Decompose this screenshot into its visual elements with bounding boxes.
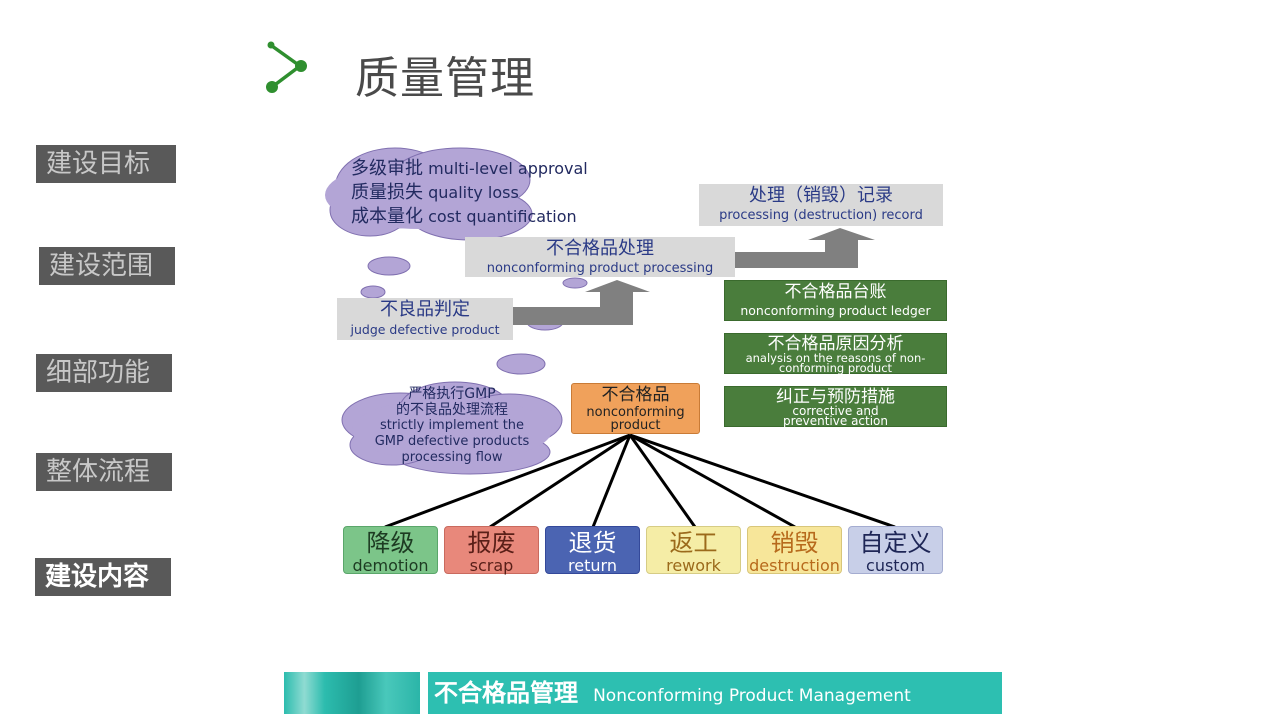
nav-item-build-scope[interactable]: 建设范围	[39, 247, 175, 285]
thought-bubble	[496, 353, 546, 375]
nav-item-detail-functions[interactable]: 细部功能	[36, 354, 172, 392]
gmp-cloud-text: 严格执行GMP 的不良品处理流程 strictly implement the …	[374, 386, 530, 465]
step-arrow-lower	[505, 280, 650, 325]
thought-bubble	[360, 285, 386, 299]
top-cloud-text: 多级审批 multi-level approval 质量损失 quality l…	[351, 157, 588, 229]
judge-defective-box: 不良品判定 judge defective product	[337, 298, 513, 340]
cloud-line-1: 多级审批 multi-level approval	[351, 158, 588, 179]
nonconforming-processing-box: 不合格品处理 nonconforming product processing	[465, 237, 735, 277]
nav-item-build-goals[interactable]: 建设目标	[36, 145, 176, 183]
nav-item-build-content[interactable]: 建设内容	[35, 558, 171, 596]
nav-item-overall-process[interactable]: 整体流程	[36, 453, 172, 491]
corrective-action-box: 纠正与预防措施 corrective and preventive action	[724, 386, 947, 427]
cause-analysis-box: 不合格品原因分析 analysis on the reasons of non-…	[724, 333, 947, 374]
nonconforming-product-box: 不合格品 nonconforming product	[571, 383, 700, 434]
page-title: 质量管理	[355, 53, 535, 104]
thought-bubble	[562, 277, 588, 289]
processing-record-box: 处理（销毁）记录 processing (destruction) record	[699, 184, 943, 226]
cloud-line-3: 成本量化 cost quantification	[351, 206, 577, 227]
cloud-line-2: 质量损失 quality loss	[351, 182, 519, 203]
thought-bubble	[367, 256, 411, 276]
banner-zh: 不合格品管理	[434, 679, 578, 707]
banner-caption: 不合格品管理 Nonconforming Product Management	[428, 672, 1002, 714]
node-arrow-icon	[266, 41, 307, 93]
step-arrow-upper	[735, 228, 875, 268]
ledger-box: 不合格品台账 nonconforming product ledger	[724, 280, 947, 321]
banner-image-strip	[284, 672, 420, 714]
connector-lines	[384, 433, 896, 529]
banner-en: Nonconforming Product Management	[593, 686, 911, 706]
